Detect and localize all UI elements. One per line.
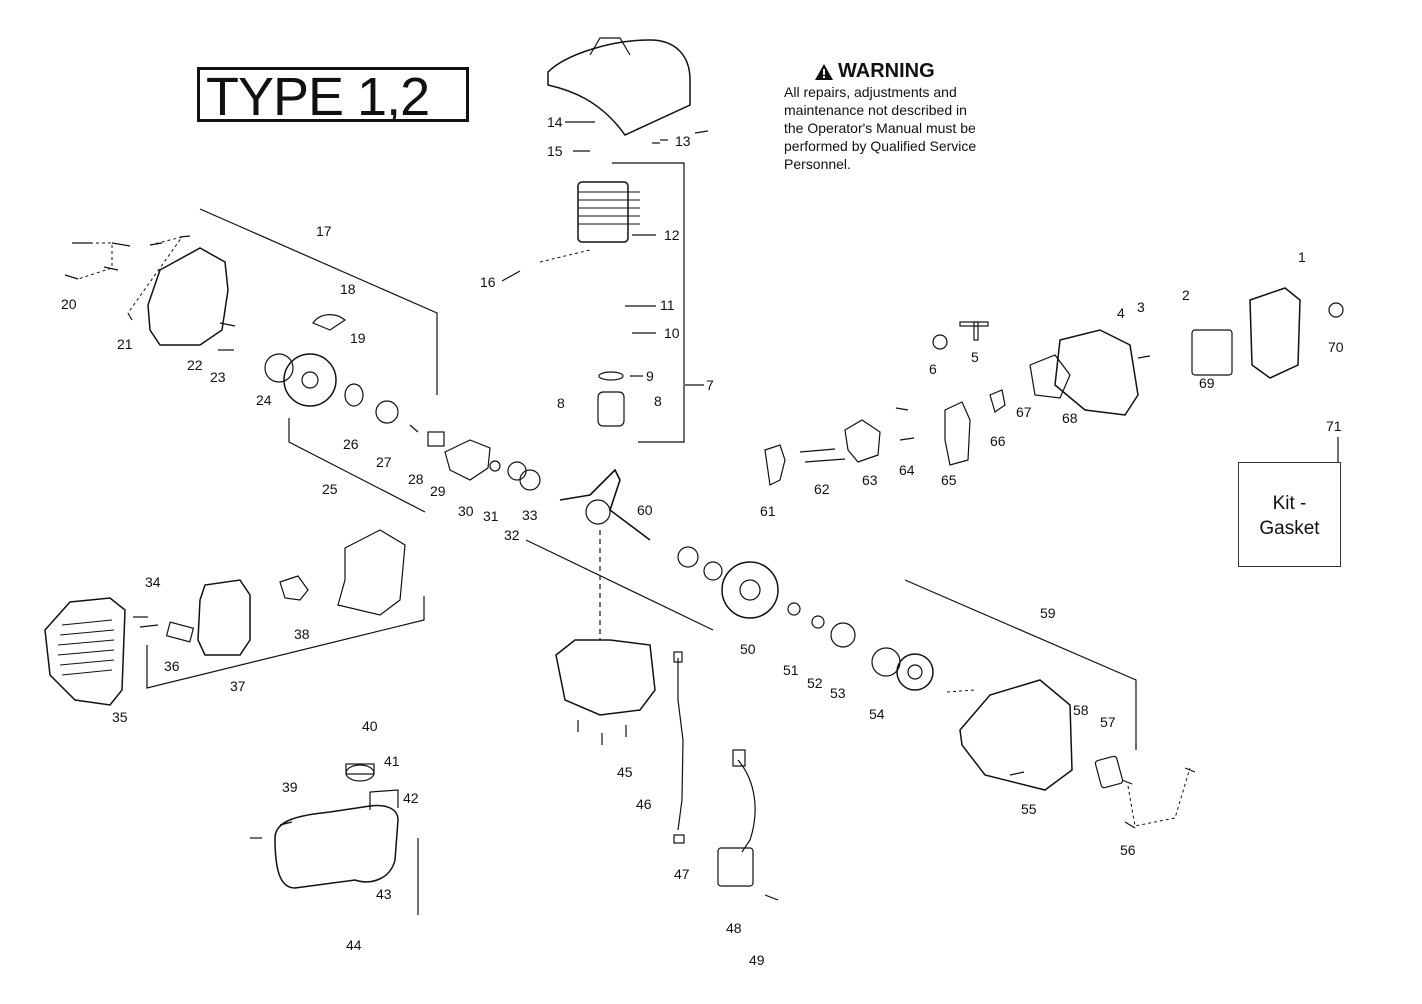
callout-40: 40 (362, 718, 378, 734)
callout-54: 54 (869, 706, 885, 722)
callout-71: 71 (1326, 418, 1342, 434)
callout-11: 11 (660, 297, 675, 313)
callout-33: 33 (522, 507, 538, 523)
callout-9: 9 (646, 368, 654, 384)
callout-31: 31 (483, 508, 499, 524)
callout-68: 68 (1062, 410, 1078, 426)
callout-57: 57 (1100, 714, 1116, 730)
callout-63: 63 (862, 472, 878, 488)
callout-16: 16 (480, 274, 496, 290)
warning-title: WARNING (838, 60, 935, 82)
callout-70: 70 (1328, 339, 1344, 355)
callout-23: 23 (210, 369, 226, 385)
callout-46: 46 (636, 796, 652, 812)
callout-7: 7 (706, 377, 714, 393)
callout-21: 21 (117, 336, 133, 352)
bracket-32 (525, 539, 714, 631)
bracket-7 (612, 162, 685, 443)
callout-42: 42 (403, 790, 419, 806)
callout-29: 29 (430, 483, 446, 499)
callout-49: 49 (749, 952, 765, 968)
callout-13: 13 (675, 133, 691, 149)
bracket-17 (199, 208, 438, 395)
warning-line-5: Personnel. (784, 156, 851, 172)
warning-line-1: All repairs, adjustments and (784, 84, 957, 100)
warning-line-4: performed by Qualified Service (784, 138, 977, 154)
warning-header: WARNING (814, 60, 1024, 83)
callout-22: 22 (187, 357, 203, 373)
kit-line-1: Kit - (1272, 493, 1307, 514)
callout-35: 35 (112, 709, 128, 725)
warning-notice: WARNING All repairs, adjustments and mai… (784, 60, 1024, 173)
callout-labels: 1 2 3 4 5 6 7 8 8 9 10 11 12 13 14 15 16… (61, 114, 1344, 968)
callout-3: 3 (1137, 299, 1145, 315)
callout-14: 14 (547, 114, 563, 130)
callout-64: 64 (899, 462, 915, 478)
callout-17: 17 (316, 223, 332, 239)
kit-line-2: Gasket (1259, 518, 1320, 539)
callout-67: 67 (1016, 404, 1032, 420)
type-label: TYPE 1,2 (206, 67, 430, 127)
callout-20: 20 (61, 296, 77, 312)
warning-line-2: maintenance not described in (784, 102, 967, 118)
callout-48: 48 (726, 920, 742, 936)
callout-56: 56 (1120, 842, 1136, 858)
callout-47: 47 (674, 866, 690, 882)
callout-32: 32 (504, 527, 520, 543)
callout-55: 55 (1021, 801, 1037, 817)
callout-53: 53 (830, 685, 846, 701)
callout-12: 12 (664, 227, 680, 243)
callout-1: 1 (1298, 249, 1306, 265)
callout-19: 19 (350, 330, 366, 346)
callout-6: 6 (929, 361, 937, 377)
callout-51: 51 (783, 662, 799, 678)
callout-60: 60 (637, 502, 653, 518)
callout-36: 36 (164, 658, 180, 674)
kit-gasket-box: Kit - Gasket (1238, 462, 1341, 567)
callout-41: 41 (384, 753, 400, 769)
callout-27: 27 (376, 454, 392, 470)
callout-69: 69 (1199, 375, 1215, 391)
callout-62: 62 (814, 481, 830, 497)
bracket-37 (146, 596, 425, 689)
callout-25: 25 (322, 481, 338, 497)
callout-43: 43 (376, 886, 392, 902)
bracket-59 (904, 579, 1137, 750)
callout-15: 15 (547, 143, 563, 159)
callout-66: 66 (990, 433, 1006, 449)
callout-34: 34 (145, 574, 161, 590)
callout-61: 61 (760, 503, 776, 519)
callout-28: 28 (408, 471, 424, 487)
callout-39: 39 (282, 779, 298, 795)
callout-2: 2 (1182, 287, 1190, 303)
callout-26: 26 (343, 436, 359, 452)
warning-line-3: the Operator's Manual must be (784, 120, 976, 136)
callout-10: 10 (664, 325, 680, 341)
callout-18: 18 (340, 281, 356, 297)
callout-30: 30 (458, 503, 474, 519)
callout-52: 52 (807, 675, 823, 691)
callout-8b: 8 (654, 393, 662, 409)
callout-8: 8 (557, 395, 565, 411)
callout-37: 37 (230, 678, 246, 694)
callout-38: 38 (294, 626, 310, 642)
callout-58: 58 (1073, 702, 1089, 718)
callout-45: 45 (617, 764, 633, 780)
bracket-25 (288, 418, 426, 513)
callout-65: 65 (941, 472, 957, 488)
warning-triangle-icon (815, 63, 833, 80)
callout-5: 5 (971, 349, 979, 365)
type-label-box: TYPE 1,2 (197, 67, 469, 127)
callout-44: 44 (346, 937, 362, 953)
callout-59: 59 (1040, 605, 1056, 621)
callout-4: 4 (1117, 305, 1125, 321)
callout-24: 24 (256, 392, 272, 408)
callout-50: 50 (740, 641, 756, 657)
